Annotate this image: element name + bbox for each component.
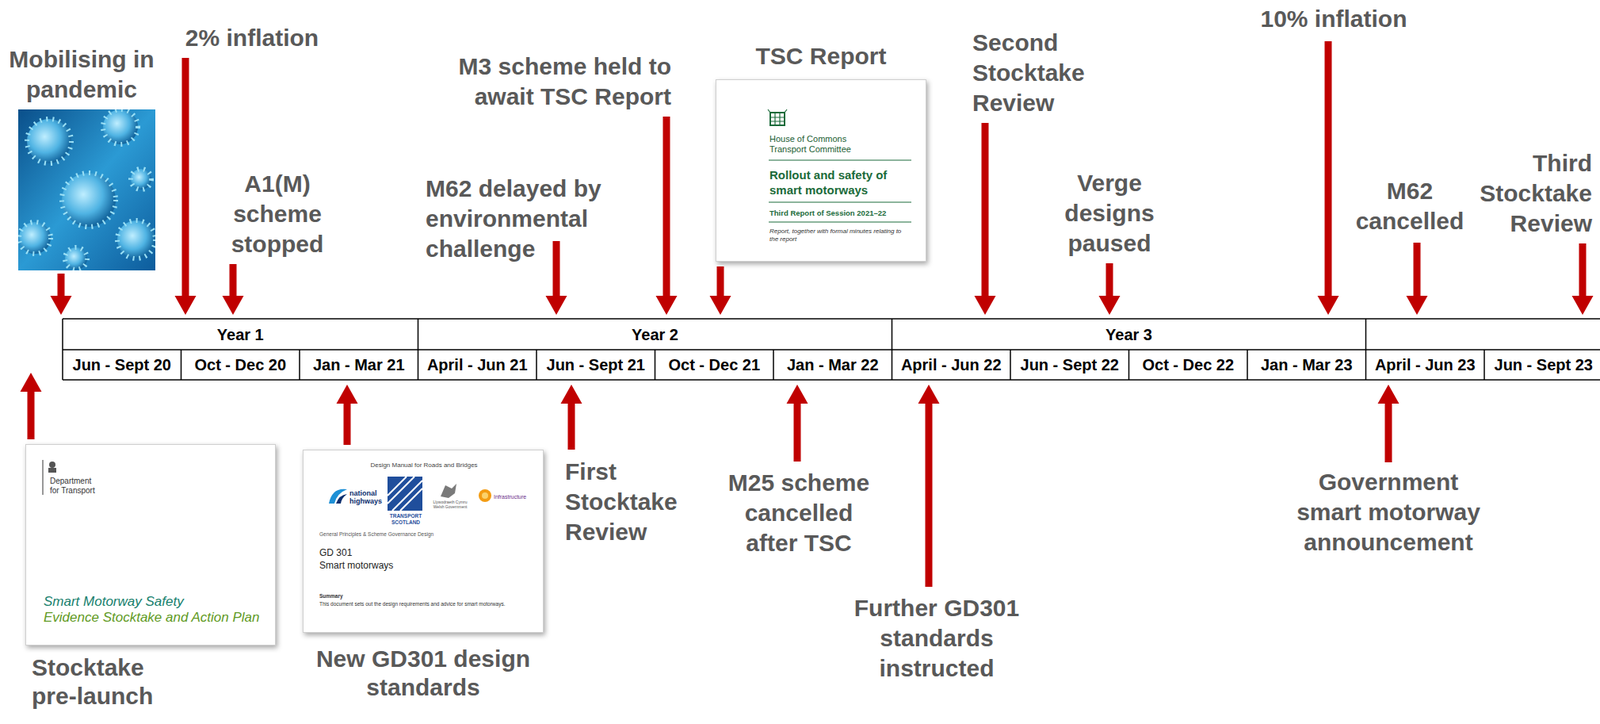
quarter-label: Oct - Dec 20 <box>194 355 287 375</box>
cover-text: national highways <box>349 488 386 505</box>
event-label: Mobilising in pandemic <box>6 44 157 105</box>
quarter-label: Jan - Mar 23 <box>1260 355 1353 375</box>
cover-text: This document sets out the design requir… <box>319 600 535 608</box>
cover-text: House of Commons Transport Committee <box>769 133 865 155</box>
cover-text: Department for Transport <box>49 476 100 496</box>
event-label: Government smart motorway announcement <box>1291 466 1486 558</box>
report-cover: Department for TransportSmart Motorway S… <box>25 443 276 711</box>
event-label: M62 cancelled <box>1350 175 1470 237</box>
quarter-label: Oct - Dec 22 <box>1141 355 1234 375</box>
standard-cover: Design Manual for Roads and Bridges natio… <box>302 449 544 702</box>
event-label: M25 scheme cancelled after TSC <box>723 467 875 558</box>
event-arrow <box>222 263 245 315</box>
cover-caption: TSC Report <box>715 41 927 72</box>
event-arrow <box>918 384 940 587</box>
event-arrow <box>546 240 568 315</box>
document-card-backgrounds <box>25 79 927 646</box>
event-arrow <box>1099 263 1121 315</box>
year-header: Year 1 <box>217 324 264 344</box>
report-cover: House of Commons Transport CommitteeRoll… <box>715 39 927 262</box>
cover-text: TRANSPORT SCOTLAND <box>385 512 427 526</box>
cover-text: Third Report of Session 2021–22 <box>769 208 919 218</box>
event-label: M3 scheme held to await TSC Report <box>449 51 672 112</box>
event-arrow <box>20 372 43 440</box>
quarter-label: Oct - Dec 21 <box>668 355 760 375</box>
tsc-crest <box>767 109 787 126</box>
cover-text: Llywodraeth Cymru Welsh Government <box>430 499 470 509</box>
event-label: M62 delayed by environmental challenge <box>425 173 612 264</box>
cover-caption: New GD301 design standards <box>302 644 544 702</box>
document-page: Department for TransportSmart Motorway S… <box>25 443 276 646</box>
event-label: A1(M) scheme stopped <box>217 168 337 260</box>
event-arrow <box>786 384 809 462</box>
cover-caption: Stocktake pre-launch <box>31 652 175 711</box>
quarter-label: Jun - Sept 22 <box>1020 355 1119 375</box>
event-arrow <box>710 266 732 315</box>
event-arrow <box>1572 243 1594 315</box>
cover-text: Summary <box>319 592 399 600</box>
quarter-label: April - Jun 21 <box>427 355 528 375</box>
event-label: Verge designs paused <box>1056 168 1164 259</box>
event-label: First Stocktake Review <box>565 456 692 547</box>
cover-text: Smart motorways <box>319 559 478 571</box>
event-arrow <box>50 273 73 315</box>
event-label: Further GD301 standards instructed <box>851 592 1023 684</box>
quarter-label: Jun - Sept 21 <box>546 355 646 375</box>
cover-text: Infrastructure <box>493 492 539 501</box>
quarter-label: Jun - Sept 23 <box>1494 355 1593 375</box>
event-arrow <box>1378 384 1400 463</box>
event-arrow <box>561 384 583 450</box>
quarter-label: Jan - Mar 21 <box>313 355 405 375</box>
cover-text: Smart Motorway Safety <box>43 593 275 610</box>
document-page: Design Manual for Roads and Bridges natio… <box>302 449 544 633</box>
quarter-label: April - Jun 23 <box>1374 355 1476 375</box>
event-arrow <box>336 384 359 445</box>
virus-illustration <box>18 109 156 271</box>
event-arrow <box>656 116 678 315</box>
cover-text: Report, together with formal minutes rel… <box>769 227 911 244</box>
event-label: 2% inflation <box>168 22 336 54</box>
event-arrow <box>175 57 197 315</box>
quarter-label: Jun - Sept 20 <box>72 355 172 375</box>
cover-text: GD 301 <box>319 546 478 558</box>
event-arrow <box>1317 41 1340 315</box>
gd301-logos <box>328 476 492 511</box>
cover-text: Evidence Stocktake and Action Plan <box>43 609 275 626</box>
cover-text: Rollout and safety of smart motorways <box>769 167 914 198</box>
document-page: House of Commons Transport CommitteeRoll… <box>715 79 927 262</box>
year-header: Year 2 <box>631 324 679 344</box>
event-arrow <box>1406 242 1429 315</box>
year-header: Year 3 <box>1105 324 1153 344</box>
event-arrows <box>20 41 1594 587</box>
event-label: Third Stocktake Review <box>1465 148 1593 239</box>
cover-text: General Principles & Scheme Governance D… <box>319 530 439 538</box>
quarter-label: Jan - Mar 22 <box>786 355 879 375</box>
cover-text: Design Manual for Roads and Bridges <box>303 461 545 470</box>
event-arrow <box>974 122 997 315</box>
quarter-label: April - Jun 22 <box>901 355 1002 375</box>
event-label: 10% inflation <box>1254 3 1413 35</box>
timeline-table <box>62 318 1600 380</box>
event-label: Second Stocktake Review <box>972 27 1100 119</box>
